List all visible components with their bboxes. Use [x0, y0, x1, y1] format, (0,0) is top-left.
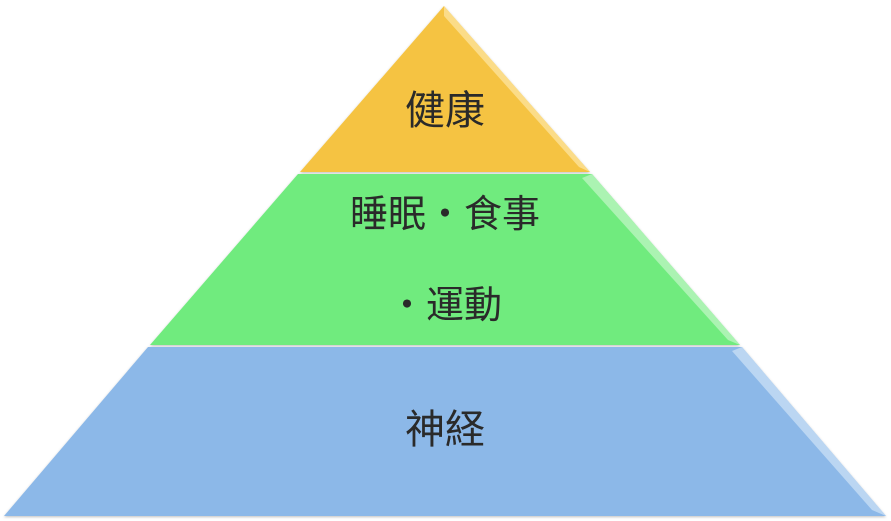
- pyramid-tier-bottom: 神経: [4, 347, 886, 516]
- pyramid-tier-top-shape: [300, 6, 590, 172]
- pyramid-tier-top-bevel: [444, 6, 590, 172]
- pyramid-tier-bottom-bevel: [732, 347, 886, 516]
- pyramid-tier-bottom-shape: [4, 347, 886, 516]
- tier-middle-label-line1: 睡眠・食事: [350, 192, 540, 236]
- pyramid-tier-middle: 睡眠・食事 ・運動: [150, 174, 740, 345]
- pyramid-tier-middle-shape: [150, 174, 740, 345]
- pyramid-tier-top: 健康: [300, 6, 590, 172]
- pyramid-tier-middle-bevel: [582, 174, 740, 345]
- tier-bottom-label: 神経: [405, 407, 485, 453]
- tier-middle-label-line2: ・運動: [388, 283, 502, 327]
- tier-top-label: 健康: [405, 88, 485, 134]
